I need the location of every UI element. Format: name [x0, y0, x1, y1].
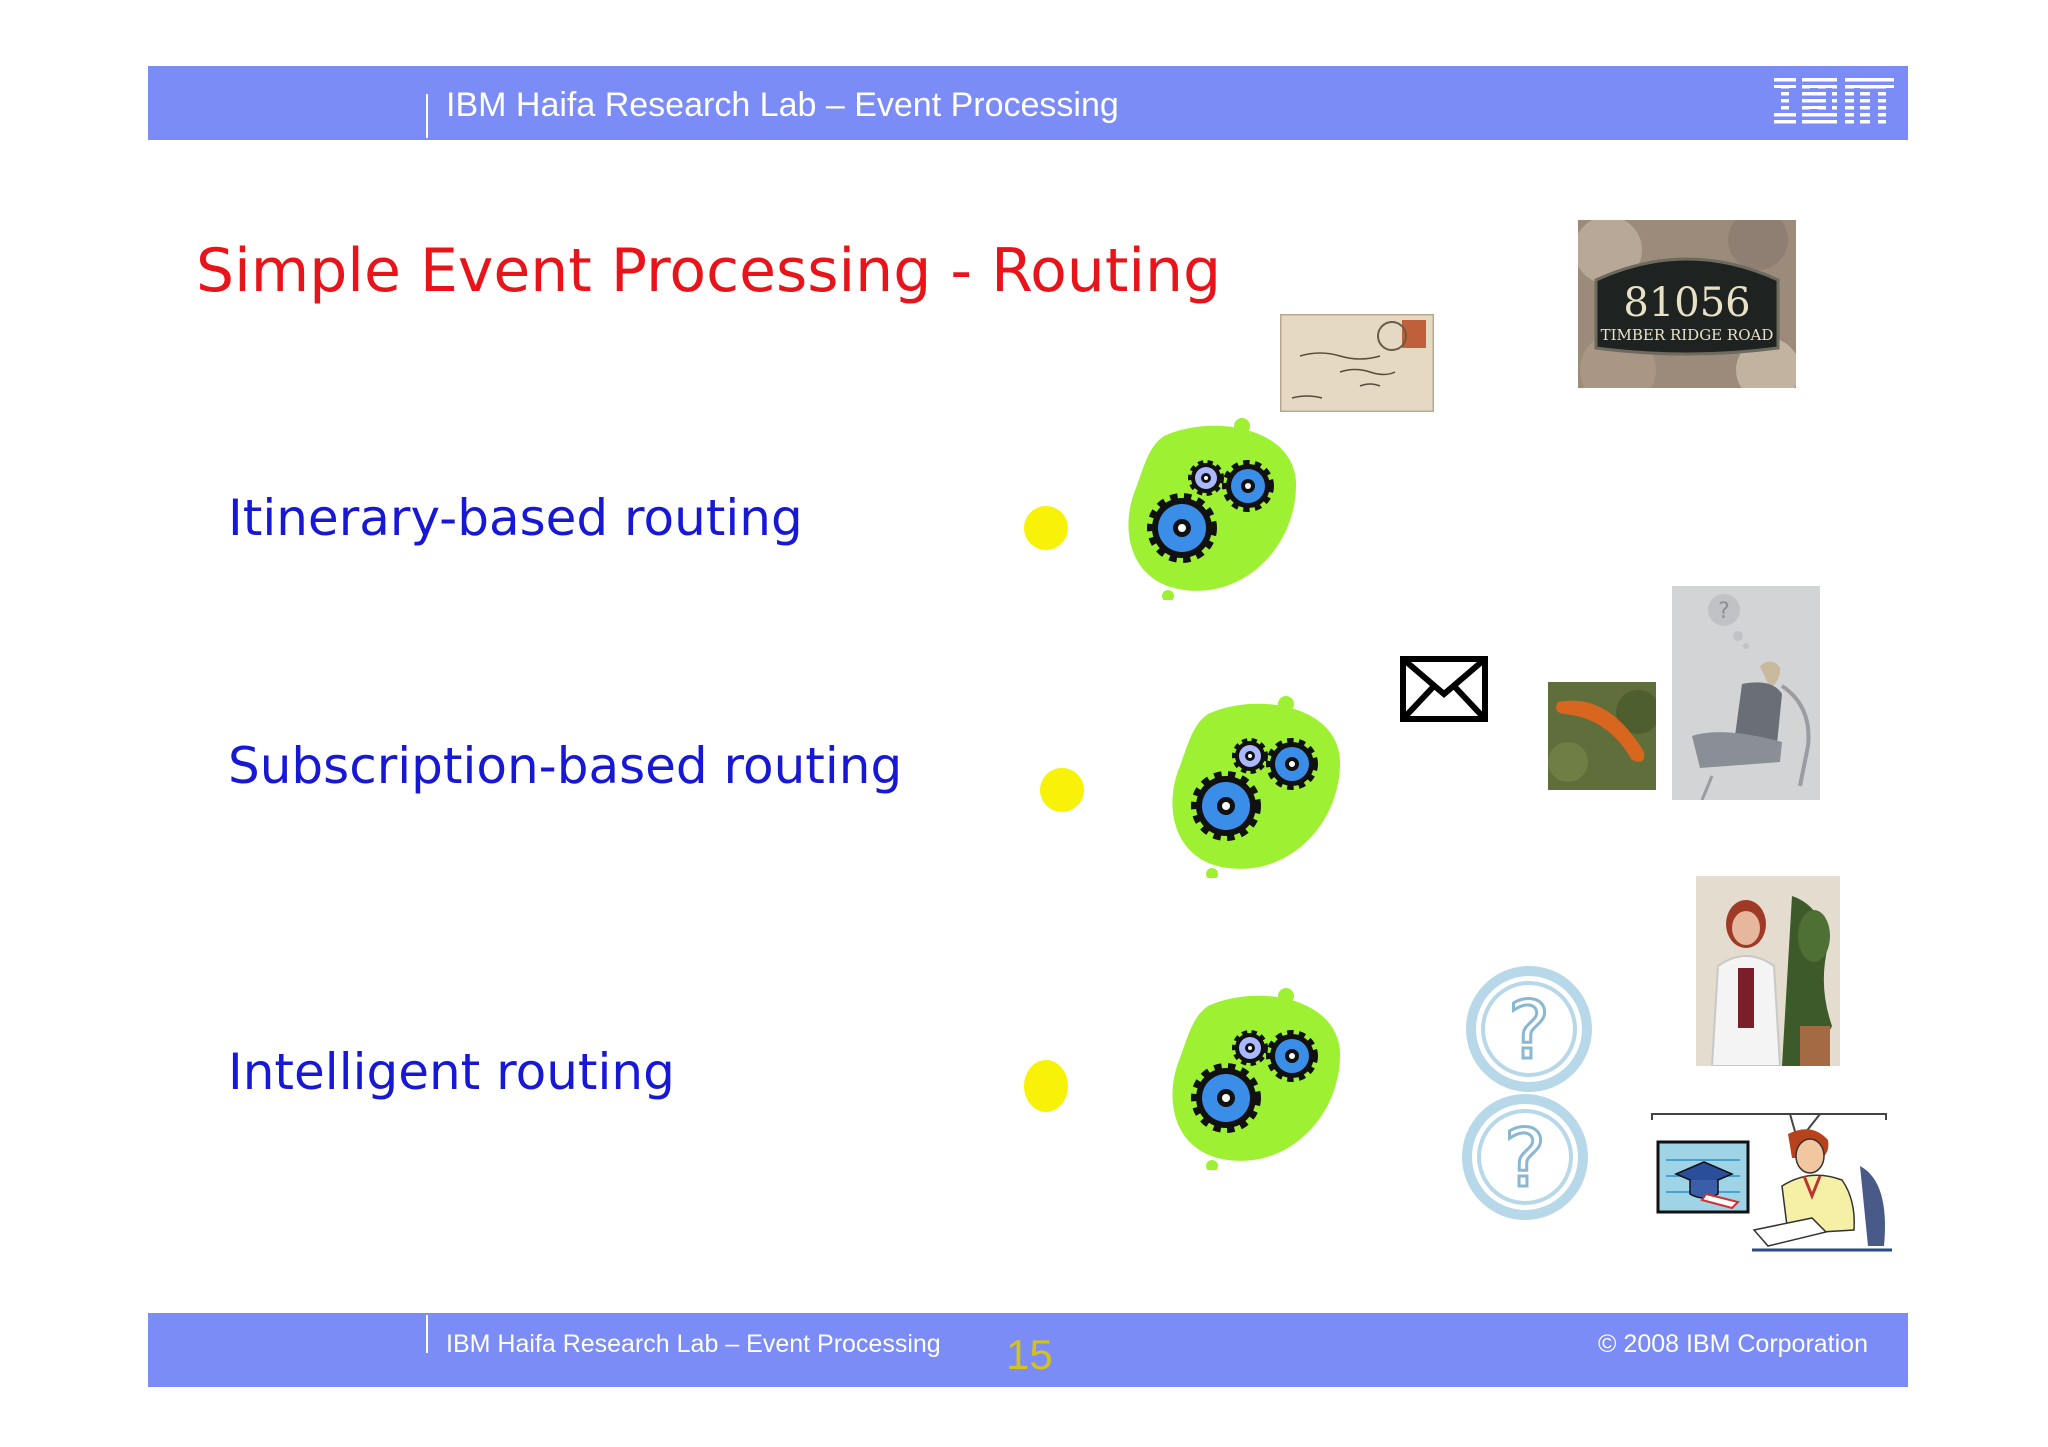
item-itinerary-routing: Itinerary-based routing	[228, 489, 803, 547]
plaque-street: TIMBER RIDGE ROAD	[1601, 326, 1774, 344]
envelope-icon	[1400, 656, 1488, 722]
gears-icon	[1128, 418, 1297, 600]
woman-doctor-image	[1696, 876, 1840, 1066]
person-reading-image	[1752, 1129, 1892, 1252]
plaque-number: 81056	[1623, 280, 1750, 326]
gears-icon	[1172, 696, 1341, 878]
question-mark-icon: ?	[1466, 966, 1592, 1092]
header-band: IBM Haifa Research Lab – Event Processin…	[148, 66, 1908, 140]
svg-text:?: ?	[1718, 599, 1730, 624]
header-divider	[426, 94, 428, 138]
slide-title: Simple Event Processing - Routing	[196, 236, 1222, 306]
svg-text:?: ?	[1508, 984, 1550, 1077]
boomerang-image	[1548, 682, 1656, 790]
old-letter-image	[1280, 314, 1434, 412]
thinking-person-image: ?	[1672, 586, 1820, 800]
svg-text:?: ?	[1504, 1112, 1546, 1205]
footer-lab-text: IBM Haifa Research Lab – Event Processin…	[446, 1330, 941, 1358]
footer-divider	[426, 1315, 428, 1353]
page-number: 15	[1006, 1331, 1053, 1378]
graduation-cap-icon	[1656, 1140, 1750, 1214]
event-dot-1	[1024, 506, 1068, 550]
gears-icon	[1172, 988, 1341, 1170]
footer-copyright: © 2008 IBM Corporation	[1598, 1330, 1868, 1358]
item-intelligent-routing: Intelligent routing	[228, 1043, 675, 1101]
address-plaque-image: 81056 TIMBER RIDGE ROAD	[1578, 220, 1796, 388]
question-mark-icon: ?	[1462, 1094, 1588, 1220]
event-dot-3	[1024, 1060, 1068, 1112]
item-subscription-routing: Subscription-based routing	[228, 737, 903, 795]
header-title: IBM Haifa Research Lab – Event Processin…	[446, 86, 1119, 124]
ibm-logo	[1774, 78, 1894, 128]
event-dot-2	[1040, 768, 1084, 812]
footer-band: IBM Haifa Research Lab – Event Processin…	[148, 1313, 1908, 1387]
